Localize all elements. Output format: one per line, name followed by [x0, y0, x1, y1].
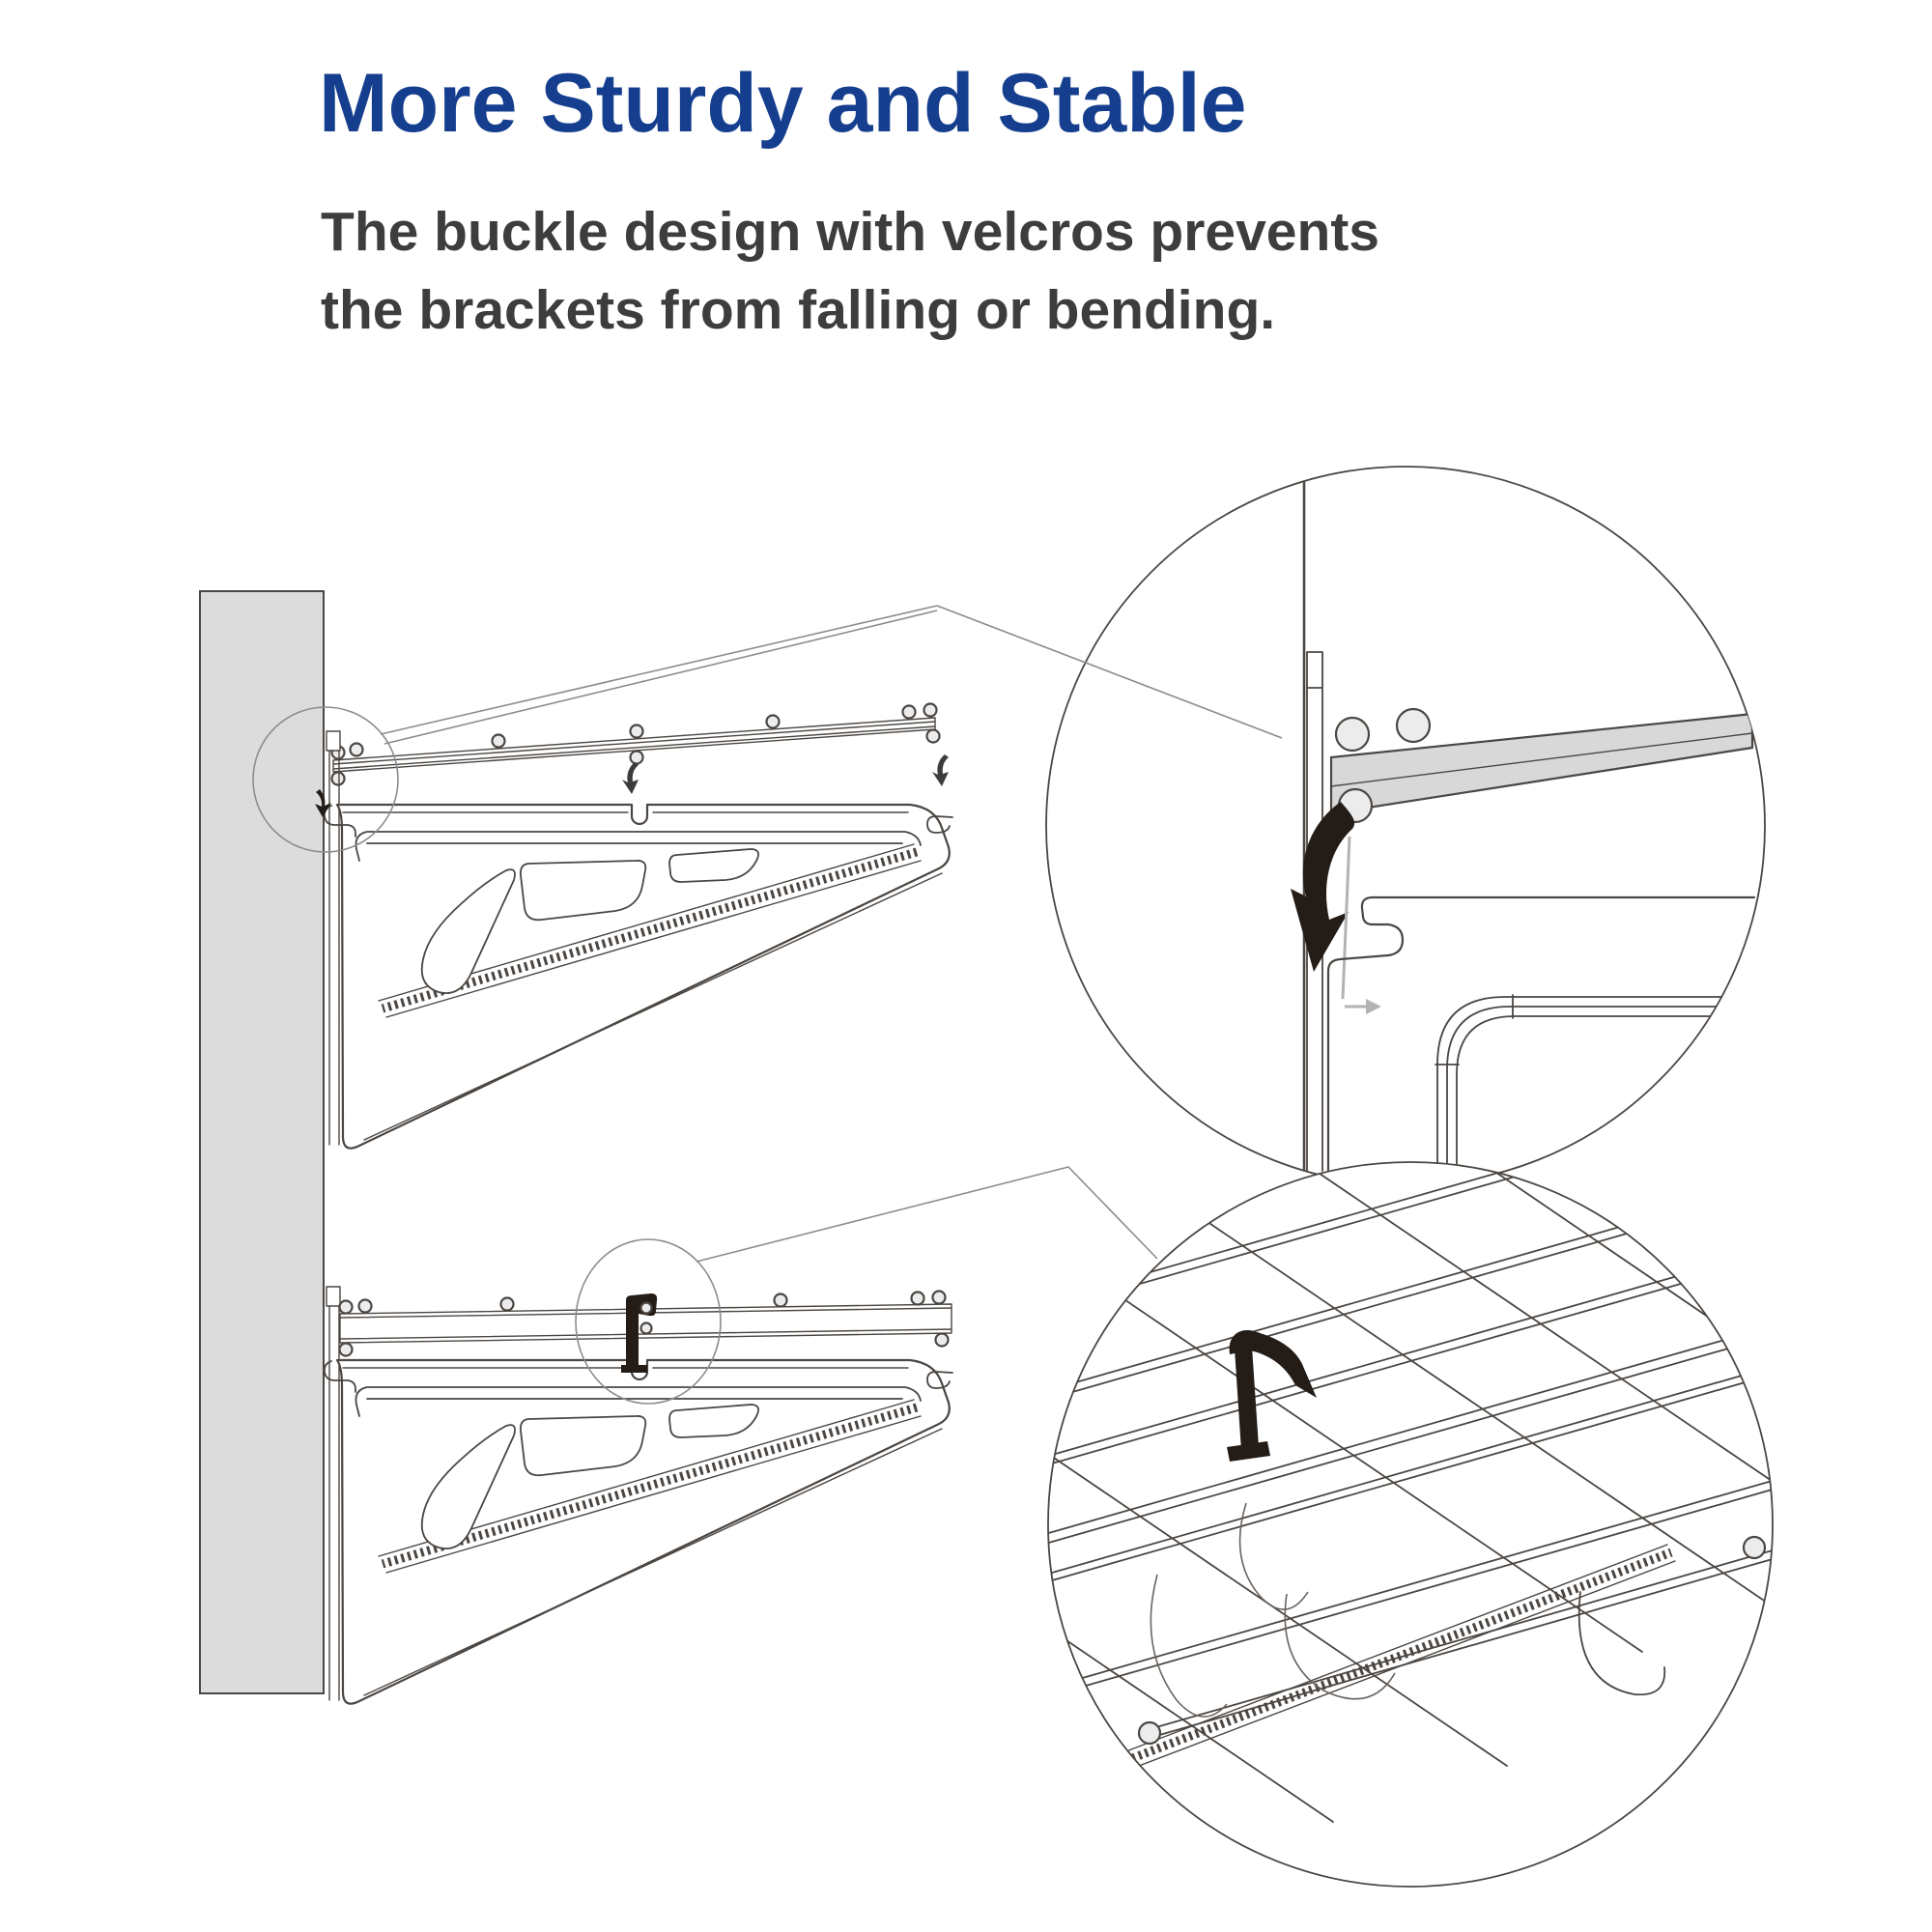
- wall-callout-circle: [252, 706, 399, 853]
- rail-pins: [330, 702, 941, 786]
- subtitle-line-2: the brackets from falling or bending.: [321, 279, 1276, 341]
- detail-pin: [1395, 707, 1432, 744]
- lower-hanging-rail: [338, 1290, 952, 1373]
- wire-end-cap: [1137, 1720, 1162, 1746]
- upper-bracket: [325, 731, 952, 1149]
- bottom-detail-circle: [1047, 1161, 1774, 1888]
- clip-callout-ellipse: [575, 1238, 722, 1405]
- rotate-down-arrow-icon: [1291, 802, 1355, 972]
- wall: [199, 590, 325, 1694]
- leader-lines-upper: [380, 605, 1283, 745]
- page-subtitle: The buckle design with velcros prevents …: [321, 193, 1379, 350]
- top-detail-circle: [1045, 466, 1766, 1186]
- wire-hook-end: [1577, 1591, 1666, 1696]
- bracket-hook-profile: [1326, 895, 1756, 1173]
- velcro-clip: [621, 1293, 658, 1373]
- upper-hanging-rail: [330, 702, 949, 794]
- drop-arrow-icon: [622, 762, 639, 794]
- page-title: More Sturdy and Stable: [319, 57, 1247, 150]
- wire-end-cap: [1742, 1535, 1767, 1560]
- leader-lines-lower: [696, 1166, 1158, 1263]
- shelf-frame-corner: [1435, 994, 1755, 1178]
- mini-drop-arrow-icon: [315, 789, 331, 817]
- drop-arrow-icon: [932, 754, 949, 786]
- guide-arrow-icon: [1341, 836, 1381, 1014]
- detail-rail: [1329, 712, 1754, 815]
- subtitle-line-1: The buckle design with velcros prevents: [321, 201, 1379, 263]
- bracket-under-shelf: [1077, 1502, 1676, 1787]
- detail-pin: [1334, 716, 1371, 753]
- velcro-strap: [1227, 1330, 1317, 1462]
- rail-pins: [338, 1290, 950, 1357]
